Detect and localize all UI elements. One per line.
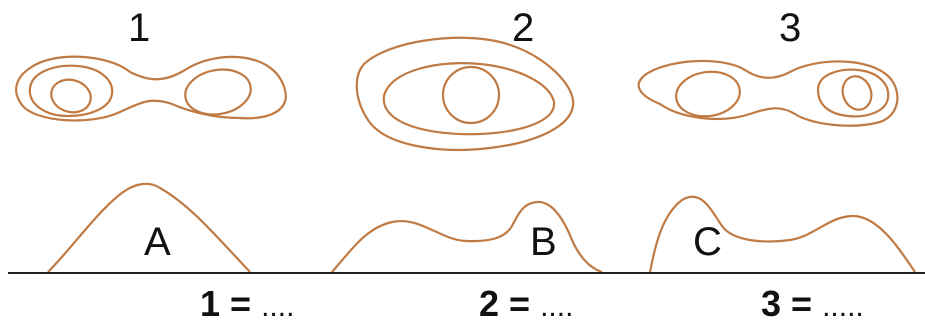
profile-a-curve xyxy=(47,182,251,273)
map-3-number: 3 xyxy=(779,6,802,50)
answer-2-label: 2 = xyxy=(479,283,531,324)
profile-a-label: A xyxy=(144,220,171,264)
answer-1: 1 = .... xyxy=(200,286,294,322)
answer-2-blank[interactable]: .... xyxy=(540,290,574,323)
answer-1-blank[interactable]: .... xyxy=(261,290,295,323)
map-2-summit-contour xyxy=(441,65,501,125)
answer-2: 2 = .... xyxy=(479,286,573,322)
profile-c-label: C xyxy=(693,220,722,264)
map-1-number: 1 xyxy=(128,6,151,50)
map-1-outer-contour xyxy=(15,55,287,122)
profile-c-curve xyxy=(648,195,916,273)
answer-3: 3 = ..... xyxy=(761,286,864,322)
map-3-second-summit-contour xyxy=(841,75,873,111)
map-1-summit-contour xyxy=(50,78,92,114)
profile-b-label: B xyxy=(530,220,557,264)
contour-map-2 xyxy=(355,36,575,151)
map-3-summit-contour xyxy=(675,70,741,118)
contour-map-1 xyxy=(15,55,287,122)
map-3-middle-contour xyxy=(816,68,890,118)
map-1-second-summit-contour xyxy=(184,68,252,116)
answer-3-blank[interactable]: ..... xyxy=(822,290,864,323)
map-1-middle-contour xyxy=(28,64,114,118)
map-3-outer-contour xyxy=(637,59,899,127)
contour-map-3 xyxy=(637,59,899,127)
map-2-number: 2 xyxy=(512,6,535,50)
profile-b-curve xyxy=(331,200,603,274)
map-2-middle-contour xyxy=(382,62,556,136)
map-2-outer-contour xyxy=(355,36,575,151)
answer-1-label: 1 = xyxy=(200,283,252,324)
answer-3-label: 3 = xyxy=(761,283,813,324)
